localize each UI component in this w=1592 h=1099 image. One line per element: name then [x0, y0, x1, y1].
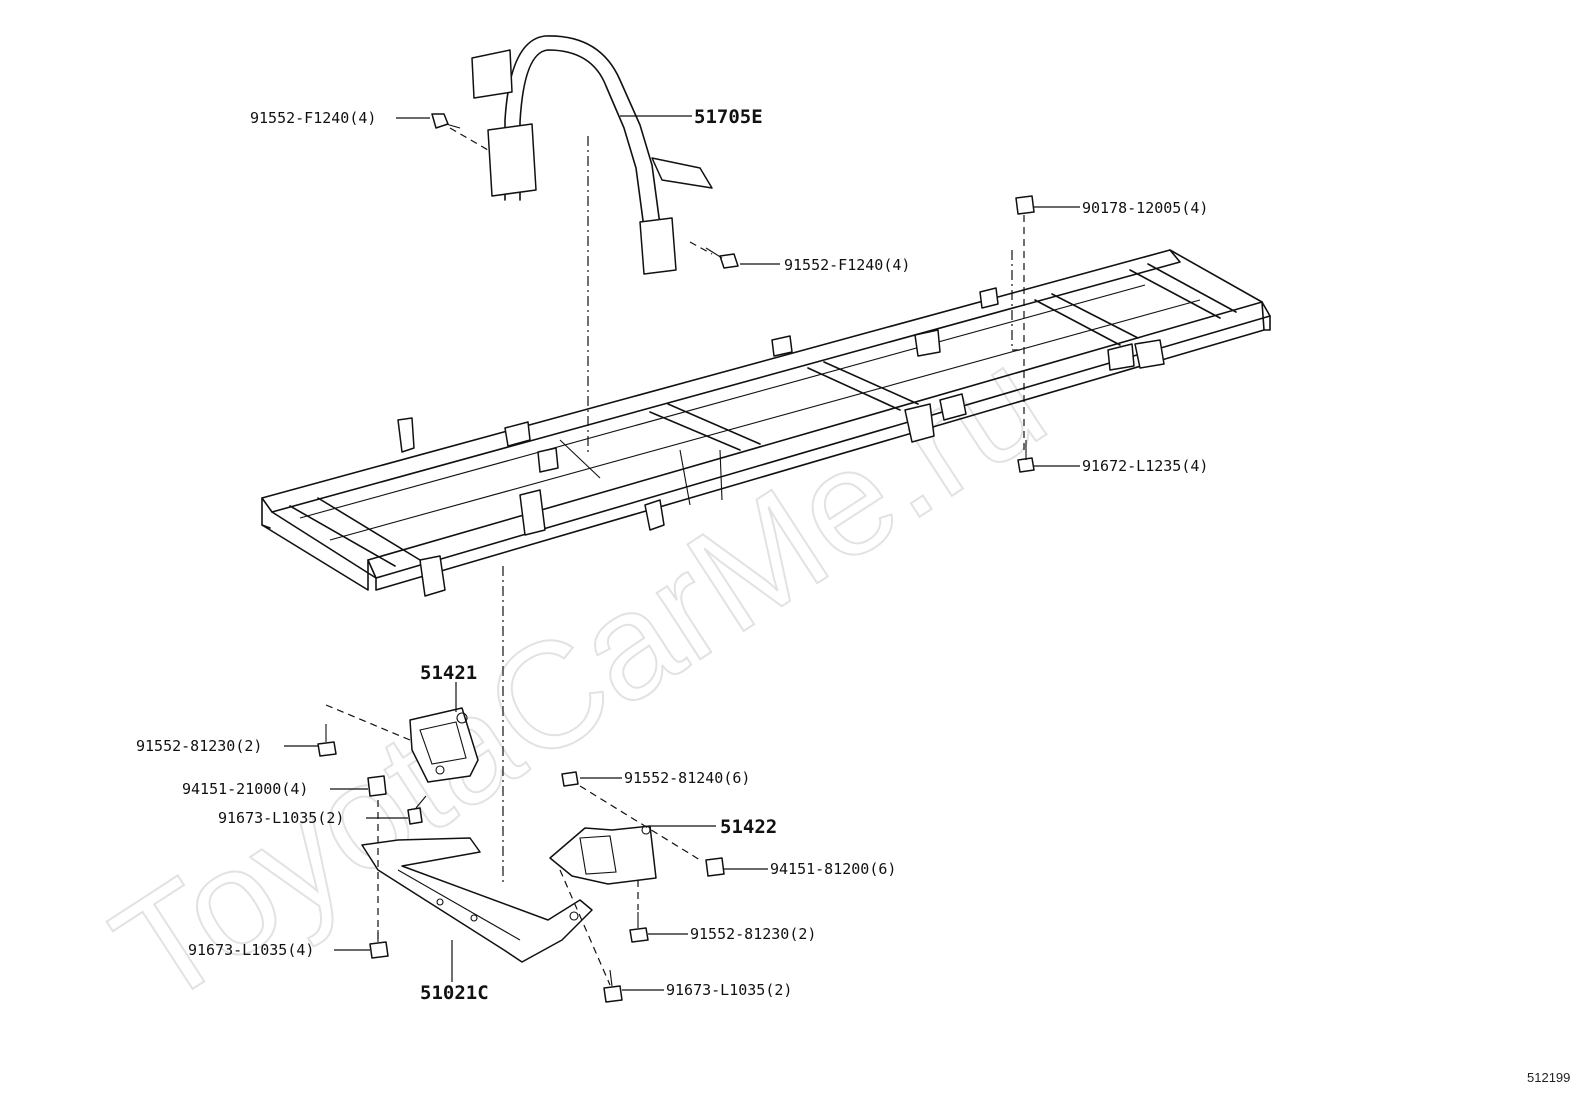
callout-91552-81240: 91552-81240(6) — [624, 769, 750, 787]
callout-91673-L1035-upper: 91673-L1035(2) — [218, 809, 344, 827]
callout-91552-81230-right: 91552-81230(2) — [690, 925, 816, 943]
callout-91673-L1035-lower-left: 91673-L1035(4) — [188, 941, 314, 959]
callout-91552-81230-left: 91552-81230(2) — [136, 737, 262, 755]
crossmember-51021C — [361, 837, 593, 963]
nut-icon — [1015, 195, 1035, 215]
callout-51705E: 51705E — [694, 106, 763, 128]
callout-91552-F1240-lower: 91552-F1240(4) — [784, 256, 910, 274]
spare-tire-carrier-51705E — [471, 35, 713, 275]
callout-51422: 51422 — [720, 816, 777, 838]
callout-90178-12005: 90178-12005(4) — [1082, 199, 1208, 217]
callout-91552-F1240-upper: 91552-F1240(4) — [250, 109, 376, 127]
nut-icon — [705, 857, 725, 877]
bolt-icon — [407, 795, 427, 825]
figure-id: 512199 — [1527, 1070, 1570, 1085]
callout-51421: 51421 — [420, 662, 477, 684]
frame-assembly — [261, 249, 1271, 597]
bolt-icon — [603, 969, 623, 1003]
bolt-icon — [317, 724, 337, 757]
bolt-icon — [369, 930, 389, 959]
callout-94151-21000: 94151-21000(4) — [182, 780, 308, 798]
assembly-lines — [325, 127, 1025, 986]
bolt-icon — [1017, 440, 1035, 473]
bolt-icon — [629, 912, 649, 943]
bolt-icon — [705, 247, 739, 269]
fasteners — [317, 113, 1035, 1003]
callout-labels: 51705E 51421 51422 51021C 91552-F1240(4)… — [136, 106, 1208, 1004]
bracket-51422 — [549, 825, 657, 885]
nut-icon — [367, 775, 387, 797]
bolt-icon — [561, 771, 579, 787]
callout-51021C: 51021C — [420, 982, 489, 1004]
callout-91672-L1235: 91672-L1235(4) — [1082, 457, 1208, 475]
callout-91673-L1035-lower-right: 91673-L1035(2) — [666, 981, 792, 999]
bracket-51421 — [409, 707, 479, 783]
callout-94151-81200: 94151-81200(6) — [770, 860, 896, 878]
bolt-icon — [431, 113, 461, 129]
leader-lines — [284, 115, 1080, 991]
